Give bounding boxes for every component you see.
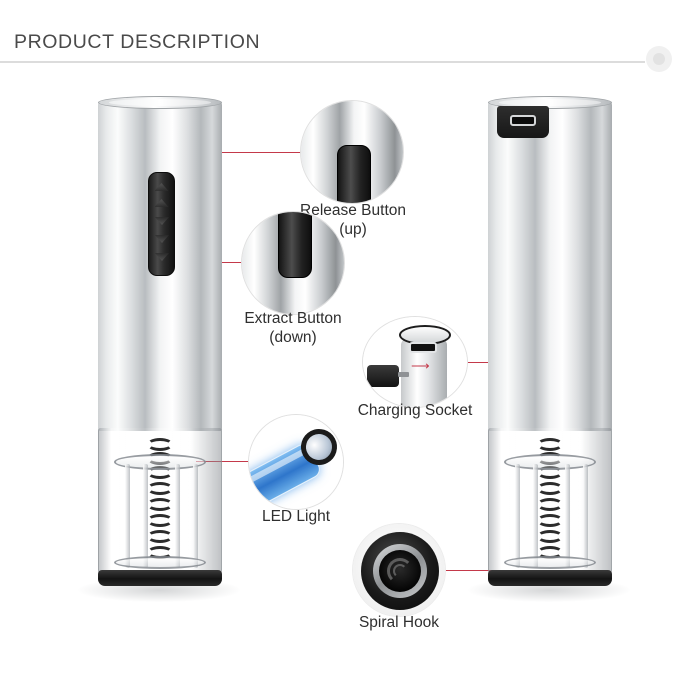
- usb-port-icon: [510, 115, 536, 126]
- rocker-chevron-down-icon: [155, 235, 169, 243]
- spiral-hook-coil-inner: [393, 564, 407, 578]
- extract-button-glyph: [278, 212, 312, 278]
- callout-label-extract-button: Extract Button (down): [244, 310, 342, 346]
- product-right-cap: [488, 96, 612, 109]
- charger-plug-icon: [367, 365, 399, 387]
- product-left-cap-inner: [108, 99, 212, 106]
- leader-line-led: [196, 461, 250, 462]
- product-left-chamber: [98, 428, 222, 576]
- product-left-cage-post: [143, 464, 148, 568]
- callout-label-charging-socket: Charging Socket: [357, 402, 473, 419]
- rocker-chevron-up-icon: [154, 183, 169, 191]
- product-left-cage-ring: [113, 556, 207, 569]
- product-right-cage-post: [583, 464, 588, 568]
- product-right-cage-post: [533, 464, 538, 568]
- product-right-cage-post: [565, 464, 570, 568]
- charger-plug-tip: [398, 372, 409, 377]
- release-button-glyph: [337, 145, 371, 203]
- leader-line-spiral: [440, 570, 510, 571]
- circle-dot-icon: [646, 46, 672, 72]
- product-right-chamber: [488, 428, 612, 576]
- product-right-cage-ring: [503, 556, 597, 569]
- product-left-cage-post: [175, 464, 180, 568]
- product-left-cage-ring: [113, 454, 207, 470]
- callout-label-spiral-hook: Spiral Hook: [358, 614, 440, 631]
- product-right-base: [488, 570, 612, 586]
- product-right-barrel: [488, 96, 612, 431]
- spiral-hook-coil: [387, 558, 413, 584]
- product-left-cage-post: [193, 464, 198, 568]
- header-divider: [0, 61, 645, 63]
- usb-charging-panel[interactable]: [497, 106, 549, 138]
- product-left-cage-post: [125, 464, 130, 568]
- charging-socket-icon: ⟶: [362, 316, 468, 408]
- rocker-chevron-down-icon: [155, 253, 169, 261]
- release-button-icon: [300, 100, 404, 204]
- product-left-cap: [98, 96, 222, 109]
- rocker-chevron-down-icon: [155, 217, 169, 225]
- rocker-chevron-up-icon: [154, 199, 169, 207]
- product-left-base: [98, 570, 222, 586]
- usb-port-icon: [409, 342, 437, 353]
- rocker-button[interactable]: [148, 172, 175, 276]
- product-right-cage-post: [515, 464, 520, 568]
- spiral-hook-icon: [352, 523, 446, 617]
- arrow-icon: ⟶: [411, 358, 430, 373]
- extract-button-icon: [241, 211, 345, 315]
- callout-label-led-light: LED Light: [261, 508, 331, 525]
- product-right-cage-ring: [503, 454, 597, 470]
- led-light-icon: [248, 414, 344, 510]
- page-title: PRODUCT DESCRIPTION: [14, 31, 261, 53]
- leader-line-release-horizontal: [153, 152, 301, 153]
- product-right-cap-inner: [498, 99, 602, 106]
